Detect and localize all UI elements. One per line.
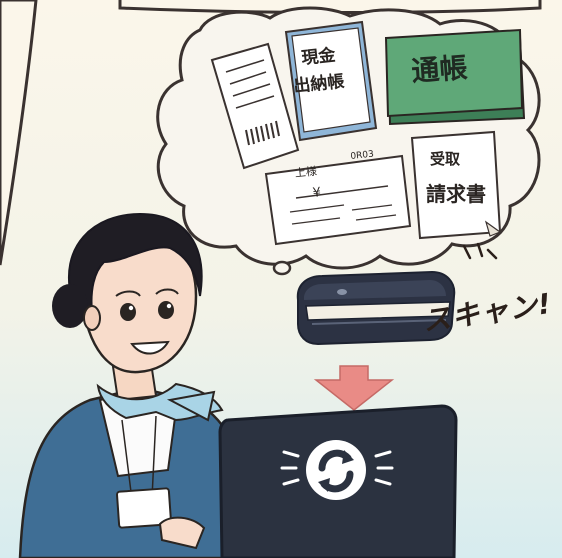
scanner — [296, 270, 456, 346]
laptop — [218, 404, 458, 558]
cash-ledger-title-line1: 現金 — [300, 45, 337, 69]
receipt-title-line1: 受取 — [430, 150, 461, 168]
invoice-heading: 上様 — [294, 164, 318, 180]
invoice-yen-mark: ¥ — [312, 185, 322, 201]
sync-icon — [306, 440, 366, 500]
id-badge — [116, 487, 172, 529]
receipt-title-line2: 請求書 — [426, 182, 486, 206]
cash-ledger-title-line2: 出納帳 — [292, 71, 346, 97]
down-arrow-icon — [313, 365, 395, 411]
receipt-invoice-paper — [410, 130, 502, 240]
receipt-document — [210, 42, 300, 170]
speech-bubble — [0, 0, 38, 266]
woman-character — [18, 212, 258, 558]
passbook-title: 通帳 — [410, 51, 469, 88]
barcode-icon — [245, 120, 280, 146]
passbook — [384, 28, 526, 126]
invoice-document — [264, 154, 412, 246]
cash-ledger-book — [284, 20, 378, 142]
